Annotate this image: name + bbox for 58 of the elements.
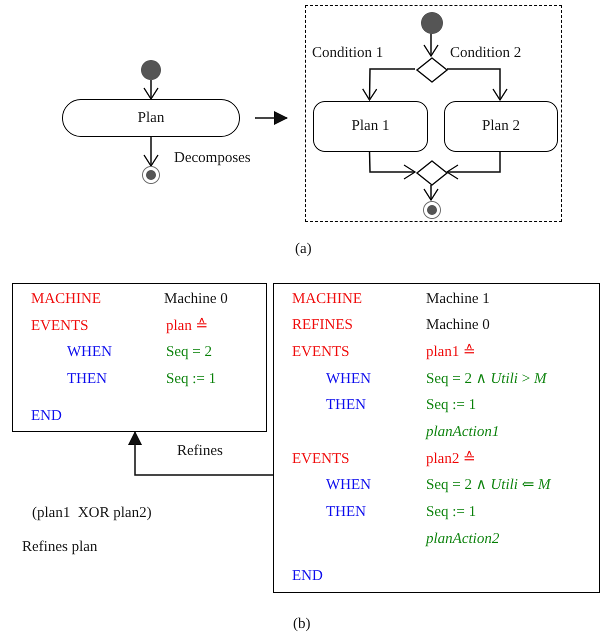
code-keyword: REFINES — [292, 318, 353, 333]
start-node — [421, 12, 443, 34]
code-text: Seq = 2 ∧ Utili > M — [426, 372, 546, 387]
arrow — [423, 185, 439, 201]
code-clause: END — [31, 409, 62, 424]
code-keyword: EVENTS — [31, 319, 88, 334]
arrow — [446, 151, 501, 180]
arrow — [128, 431, 273, 476]
end-node — [423, 201, 441, 219]
panel-caption: (a) — [295, 242, 312, 257]
code-keyword: EVENTS — [292, 345, 350, 360]
activity-box — [444, 101, 558, 152]
code-text: Seq = 2 ∧ Utili ⇐ M — [426, 478, 551, 493]
code-keyword: plan2 ≙ — [426, 452, 476, 467]
code-clause: THEN — [326, 505, 366, 520]
code-keyword: plan ≙ — [166, 319, 209, 334]
arrow — [143, 137, 159, 167]
arrow — [362, 68, 415, 101]
activity-box — [62, 99, 240, 137]
code-clause: WHEN — [326, 478, 371, 493]
start-node — [141, 60, 161, 80]
arrow — [143, 80, 159, 100]
panel-caption: (b) — [293, 617, 310, 632]
code-text: Seq := 1 — [166, 372, 216, 387]
code-keyword: MACHINE — [292, 292, 362, 307]
code-text: planAction1 — [426, 425, 500, 440]
arrow — [255, 111, 288, 125]
code-text: Machine 0 — [426, 318, 490, 333]
arrow — [423, 33, 439, 57]
code-clause: END — [292, 569, 323, 584]
activity-label: Plan — [138, 110, 164, 126]
dashed-frame — [305, 5, 562, 222]
code-text: Seq := 1 — [426, 398, 476, 413]
decision-diamond — [416, 57, 448, 83]
code-text: Seq = 2 — [166, 345, 212, 360]
code-text: Seq := 1 — [426, 505, 476, 520]
code-keyword: MACHINE — [31, 292, 101, 307]
code-clause: THEN — [326, 398, 366, 413]
code-keyword: EVENTS — [292, 452, 350, 467]
activity-box — [313, 101, 428, 152]
code-clause: WHEN — [67, 345, 112, 360]
note-text: (plan1 XOR plan2) — [32, 506, 152, 521]
code-panel — [273, 283, 600, 593]
note-text: Refines plan — [22, 540, 98, 555]
code-text: Machine 1 — [426, 292, 490, 307]
code-keyword: plan1 ≙ — [426, 345, 476, 360]
code-clause: WHEN — [326, 372, 371, 387]
edge-label: Decomposes — [172, 150, 253, 167]
arrow — [368, 150, 416, 180]
code-text: Machine 0 — [164, 292, 228, 307]
activity-label: Plan 2 — [482, 118, 520, 135]
activity-label: Plan 1 — [352, 118, 390, 135]
decision-diamond — [416, 160, 448, 186]
code-panel — [12, 283, 267, 432]
code-clause: THEN — [67, 372, 107, 387]
end-node — [142, 166, 160, 184]
code-text: planAction2 — [426, 532, 500, 547]
arrow — [447, 68, 508, 101]
